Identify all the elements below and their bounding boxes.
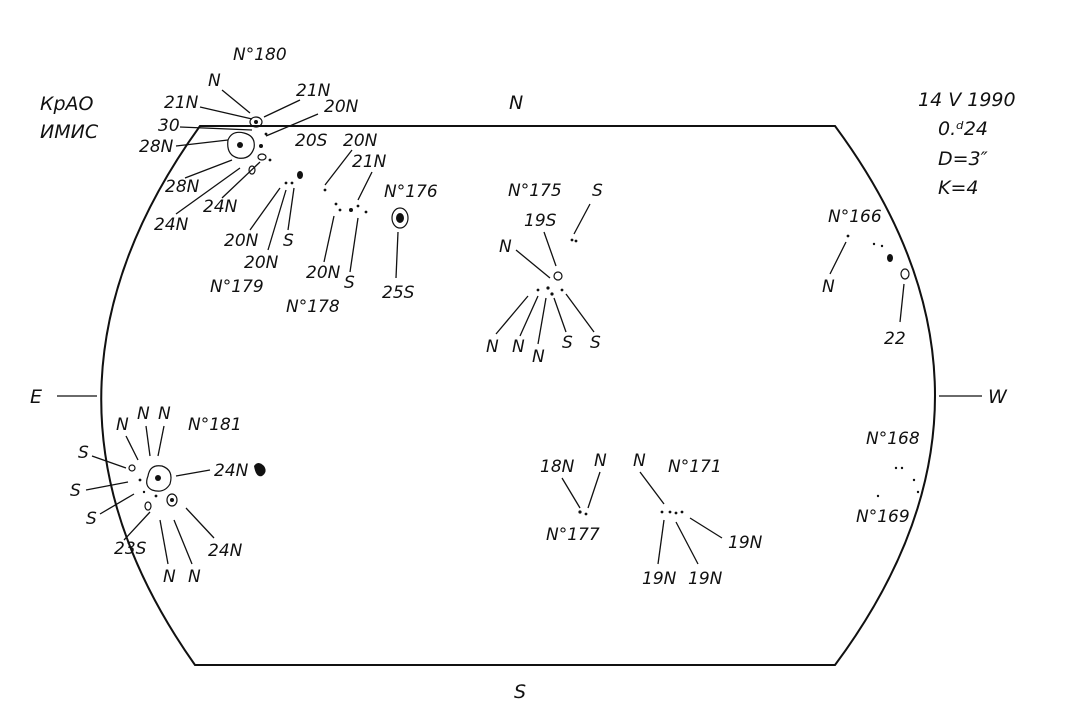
south-label: S <box>514 681 526 703</box>
west-label: W <box>988 386 1008 408</box>
observation-date: 14 V 1990 <box>918 89 1016 111</box>
group-number: N°179 <box>210 277 264 297</box>
north-label: N <box>509 92 523 114</box>
group-number: N°166 <box>828 207 882 227</box>
group-number: N°181 <box>188 415 242 435</box>
group-178: 20N 21N 20N S N°178 <box>286 131 387 317</box>
spot-label: N <box>633 451 646 471</box>
spot-label: N <box>499 237 512 257</box>
group-168: N°168 <box>866 429 920 494</box>
spot-label: N <box>486 337 499 357</box>
spot-label: 24N <box>214 461 249 481</box>
spot-label: 21N <box>352 152 387 172</box>
spot-label: 19N <box>688 569 723 589</box>
observatory-line1: КрАО <box>40 93 94 115</box>
group-number: N°171 <box>668 457 722 477</box>
group-177: 18N N N°177 <box>540 451 607 545</box>
spot-label: 30 <box>158 116 180 136</box>
spot-label: 20N <box>306 263 341 283</box>
group-176: N°176 25S <box>382 182 438 303</box>
group-181: N°181 N N N S S S 24N 23S N N 24N <box>70 404 266 587</box>
spot-label: 20N <box>224 231 259 251</box>
spot-label: 19N <box>728 533 763 553</box>
spot-label: S <box>344 273 355 293</box>
spot-label: 22 <box>884 329 906 349</box>
group-number: N°168 <box>866 429 920 449</box>
spot-label: N <box>532 347 545 367</box>
spot-label: S <box>86 509 97 529</box>
spot-label: 24N <box>208 541 243 561</box>
observation-time: 0.ᵈ24 <box>938 118 988 140</box>
observatory-line2: ИМИС <box>40 121 99 143</box>
k-value: K=4 <box>938 177 978 199</box>
spot-label: S <box>70 481 81 501</box>
spot-label: N <box>158 404 171 424</box>
spot-label: 18N <box>540 457 575 477</box>
spot-label: 23S <box>114 539 147 559</box>
spot-label: 19N <box>642 569 677 589</box>
group-169: N°169 <box>856 494 910 527</box>
group-number: N°175 <box>508 181 562 201</box>
group-number: N°180 <box>233 45 287 65</box>
spot-label: S <box>590 333 601 353</box>
spot-label: 28N <box>165 177 200 197</box>
spot-label: S <box>562 333 573 353</box>
group-number: N°178 <box>286 297 340 317</box>
spot-label: N <box>822 277 835 297</box>
spot-label: N <box>163 567 176 587</box>
spot-label: S <box>78 443 89 463</box>
group-179: 20S 20N 20N S N°179 <box>210 131 328 297</box>
east-label: E <box>30 386 42 408</box>
spot-label: 20N <box>324 97 359 117</box>
spot-label: 20N <box>244 253 279 273</box>
spot-label: N <box>188 567 201 587</box>
spot-label: 21N <box>164 93 199 113</box>
spot-label: 28N <box>139 137 174 157</box>
spot-label: N <box>594 451 607 471</box>
spot-label: S <box>283 231 294 251</box>
spot-label: N <box>137 404 150 424</box>
spot-label: 25S <box>382 283 415 303</box>
spot-label: 20S <box>295 131 328 151</box>
spot-label: N <box>208 71 221 91</box>
group-number: N°176 <box>384 182 438 202</box>
aperture-value: D=3″ <box>938 148 988 170</box>
spot-label: N <box>512 337 525 357</box>
spot-label: S <box>592 181 603 201</box>
spot-label: 19S <box>524 211 557 231</box>
group-number: N°177 <box>546 525 600 545</box>
spot-label: 24N <box>154 215 189 235</box>
group-175: N°175 S 19S N N N N S S <box>486 181 603 367</box>
disk-outline <box>100 125 936 666</box>
spot-label: 20N <box>343 131 378 151</box>
spot-label: N <box>116 415 129 435</box>
spot-label: 24N <box>203 197 238 217</box>
group-171: N N°171 19N 19N 19N <box>633 451 763 589</box>
group-number: N°169 <box>856 507 910 527</box>
group-180: N°180 N 21N 21N 20N 30 28N 28N 24N 24N <box>139 45 359 235</box>
group-166: N°166 N 22 <box>822 207 910 349</box>
spot-label: 21N <box>296 81 331 101</box>
